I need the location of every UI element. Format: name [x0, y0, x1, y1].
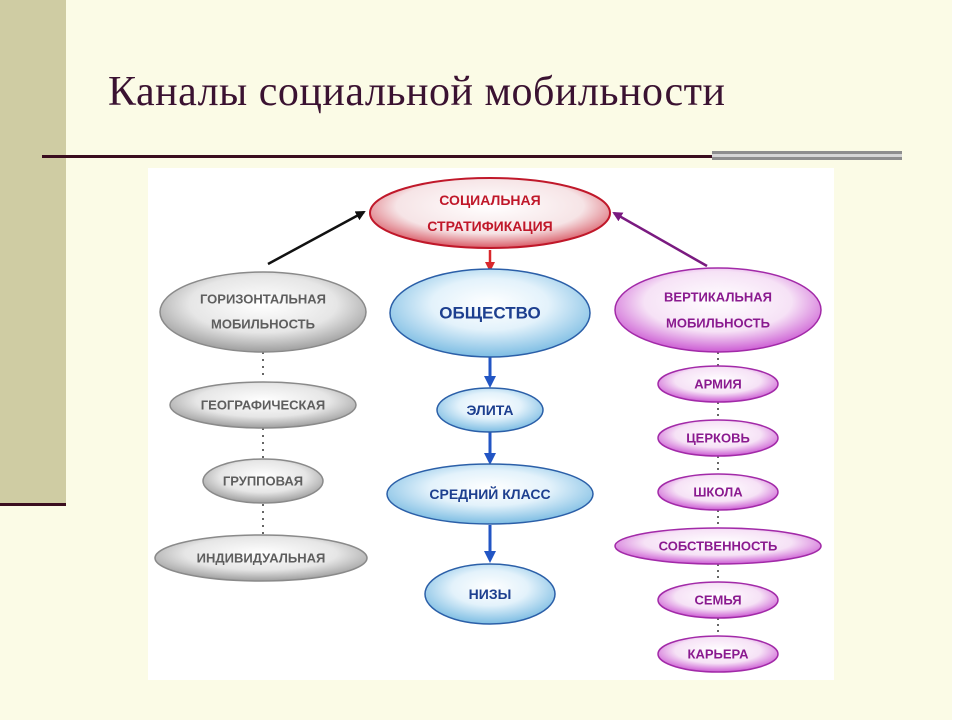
node-society: ОБЩЕСТВО [389, 268, 591, 358]
lower-class-label: НИЗЫ [469, 586, 512, 602]
node-individual: ИНДИВИДУАЛЬНАЯ [154, 534, 368, 582]
army-label: АРМИЯ [694, 377, 741, 392]
title-underline [42, 155, 712, 158]
node-family: СЕМЬЯ [657, 581, 779, 619]
stratification-label-line2: СТРАТИФИКАЦИЯ [427, 218, 552, 234]
arrow-horizontal-to-stratification [267, 210, 366, 266]
middle-class-label: СРЕДНИЙ КЛАСС [429, 485, 550, 502]
node-school: ШКОЛА [657, 473, 779, 511]
property-label: СОБСТВЕННОСТЬ [659, 539, 778, 554]
horizontal-label-line2: МОБИЛЬНОСТЬ [211, 317, 315, 332]
church-label: ЦЕРКОВЬ [686, 431, 750, 446]
arrow-vertical-to-stratification [612, 211, 708, 268]
node-horizontal-mobility: ГОРИЗОНТАЛЬНАЯ МОБИЛЬНОСТЬ [159, 271, 367, 353]
left-decor-line [0, 503, 66, 506]
node-career: КАРЬЕРА [657, 635, 779, 673]
group-label: ГРУППОВАЯ [223, 474, 303, 489]
node-geographic: ГЕОГРАФИЧЕСКАЯ [169, 381, 357, 429]
stratification-label-line1: СОЦИАЛЬНАЯ [439, 192, 540, 208]
node-social-stratification: СОЦИАЛЬНАЯ СТРАТИФИКАЦИЯ [369, 177, 611, 249]
right-edge-strip [952, 0, 960, 720]
node-property: СОБСТВЕННОСТЬ [614, 527, 822, 565]
school-label: ШКОЛА [693, 485, 743, 500]
node-lower-class: НИЗЫ [424, 563, 556, 625]
career-label: КАРЬЕРА [688, 647, 750, 662]
node-church: ЦЕРКОВЬ [657, 419, 779, 457]
geographic-label: ГЕОГРАФИЧЕСКАЯ [201, 398, 325, 413]
node-elite: ЭЛИТА [436, 387, 544, 433]
slide-title: Каналы социальной мобильности [108, 69, 726, 115]
vertical-label-line1: ВЕРТИКАЛЬНАЯ [664, 290, 772, 305]
elite-label: ЭЛИТА [466, 402, 513, 418]
individual-label: ИНДИВИДУАЛЬНАЯ [197, 551, 326, 566]
node-army: АРМИЯ [657, 365, 779, 403]
left-decor-bar [0, 0, 66, 503]
vertical-label-line2: МОБИЛЬНОСТЬ [666, 316, 770, 331]
node-group: ГРУППОВАЯ [202, 458, 324, 504]
horizontal-label-line1: ГОРИЗОНТАЛЬНАЯ [200, 292, 326, 307]
title-underline-accent [712, 151, 902, 160]
node-vertical-mobility: ВЕРТИКАЛЬНАЯ МОБИЛЬНОСТЬ [614, 267, 822, 353]
node-middle-class: СРЕДНИЙ КЛАСС [386, 463, 594, 525]
family-label: СЕМЬЯ [694, 593, 741, 608]
society-label: ОБЩЕСТВО [439, 304, 540, 323]
